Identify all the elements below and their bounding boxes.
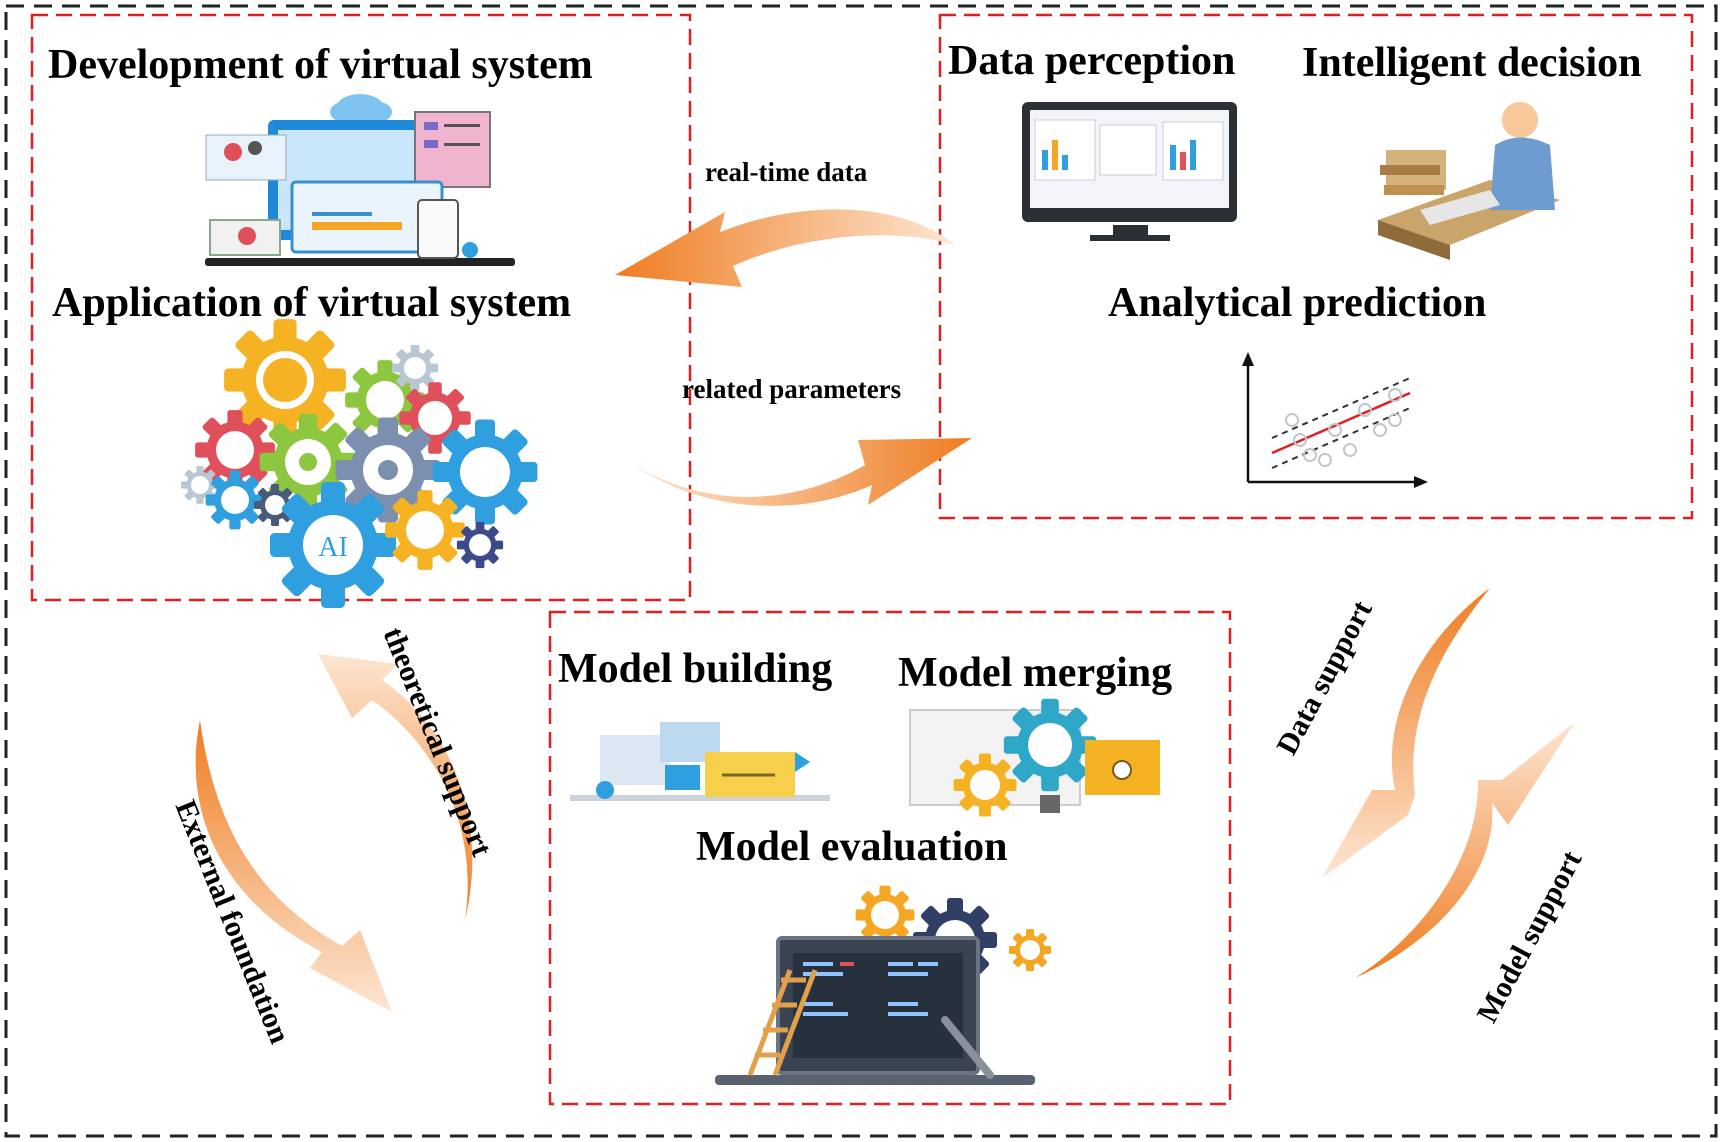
laptop-gears-illustration	[715, 885, 1051, 1085]
ai-label: AI	[318, 532, 348, 563]
theoretical-support-arrow	[318, 654, 473, 920]
gear-cluster-illustration: AI	[181, 319, 538, 608]
panel-bottom-border	[548, 610, 1232, 1106]
dashboard-monitor-illustration	[1022, 102, 1237, 241]
regression-plot-illustration	[1242, 352, 1428, 488]
model-evaluation-title: Model evaluation	[696, 824, 1008, 870]
related-parameters-arrow	[630, 438, 972, 506]
external-foundation-arrow	[195, 720, 392, 1012]
model-support-arrow	[1355, 722, 1575, 978]
model-building-illustration	[570, 722, 830, 801]
outer-frame	[4, 4, 1718, 1138]
real-time-data-arrow	[615, 209, 955, 287]
model-merging-illustration	[909, 698, 1160, 817]
model-merging-title: Model merging	[898, 650, 1173, 696]
model-building-title: Model building	[558, 646, 833, 692]
application-title: Application of virtual system	[52, 280, 572, 326]
panel-top-right-border	[938, 13, 1694, 520]
related-parameters-label: related parameters	[682, 374, 902, 404]
development-title: Development of virtual system	[48, 42, 593, 88]
web-development-illustration	[205, 94, 515, 266]
real-time-data-label: real-time data	[705, 157, 868, 187]
data-support-arrow	[1322, 588, 1490, 878]
intelligent-decision-title: Intelligent decision	[1302, 40, 1642, 86]
panel-top-left-border	[30, 13, 692, 602]
person-at-desk-illustration	[1378, 102, 1560, 260]
data-perception-title: Data perception	[948, 38, 1236, 84]
analytical-prediction-title: Analytical prediction	[1108, 280, 1487, 326]
